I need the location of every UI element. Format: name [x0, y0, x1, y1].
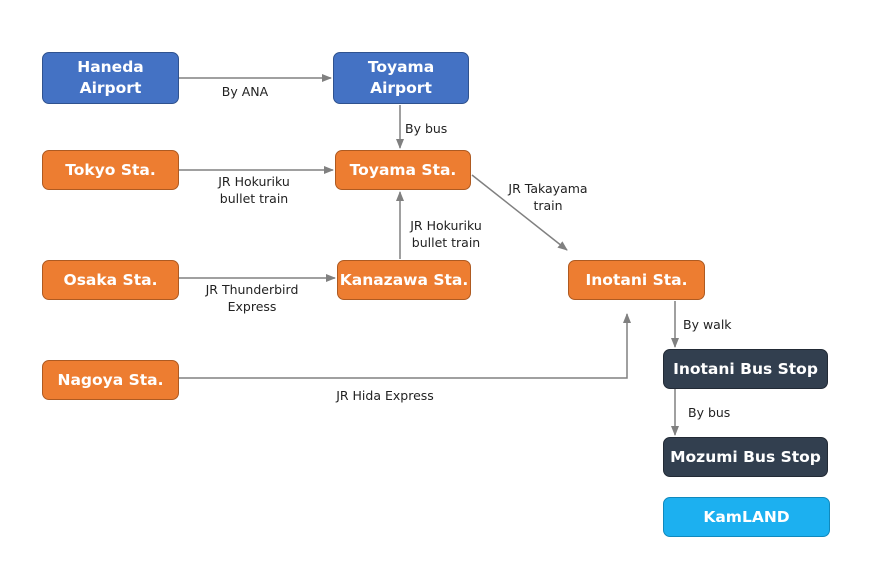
- node-osaka-sta: Osaka Sta.: [42, 260, 179, 300]
- node-toyama-sta: Toyama Sta.: [335, 150, 471, 190]
- node-kamland: KamLAND: [663, 497, 830, 537]
- node-inotani-sta: Inotani Sta.: [568, 260, 705, 300]
- label-hokuriku-tokyo: JR Hokuriku bullet train: [218, 174, 290, 206]
- node-haneda-airport: Haneda Airport: [42, 52, 179, 104]
- node-inotani-bus-stop: Inotani Bus Stop: [663, 349, 828, 389]
- node-kanazawa-sta: Kanazawa Sta.: [337, 260, 471, 300]
- arrow-nagoya-inotani-sta: [179, 313, 631, 379]
- node-nagoya-sta: Nagoya Sta.: [42, 360, 179, 400]
- label-takayama: JR Takayama train: [508, 181, 588, 213]
- node-toyama-airport: Toyama Airport: [333, 52, 469, 104]
- node-tokyo-sta: Tokyo Sta.: [42, 150, 179, 190]
- label-by-bus-mozumi: By bus: [688, 405, 731, 420]
- label-by-bus-airport: By bus: [405, 121, 448, 136]
- label-hokuriku-kanazawa: JR Hokuriku bullet train: [410, 218, 482, 250]
- label-hida: JR Hida Express: [336, 388, 434, 403]
- label-thunderbird: JR Thunderbird Express: [205, 282, 299, 314]
- label-by-walk: By walk: [683, 317, 732, 332]
- node-mozumi-bus-stop: Mozumi Bus Stop: [663, 437, 828, 477]
- arrow-toyama-sta-inotani-sta: [471, 174, 568, 251]
- label-by-ana: By ANA: [221, 84, 269, 99]
